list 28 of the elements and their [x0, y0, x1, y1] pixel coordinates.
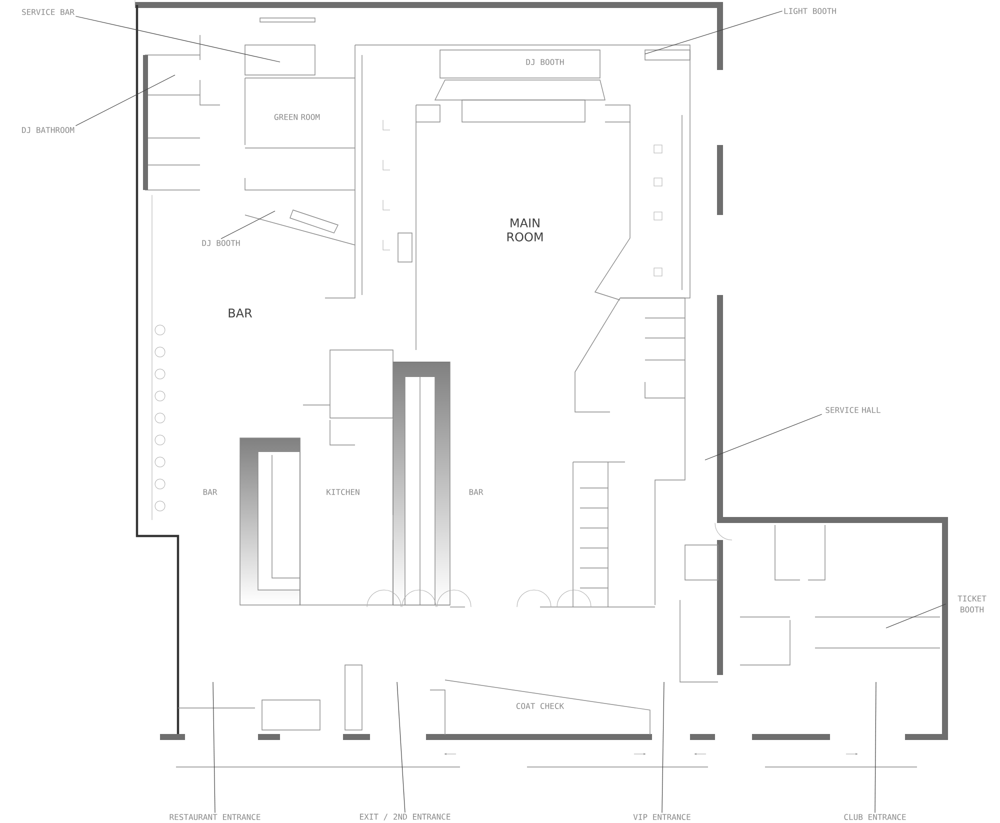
leader-line — [886, 604, 946, 628]
room-label: BAR — [203, 489, 218, 495]
room-label: BAR — [228, 308, 252, 318]
callout-label: TICKET BOOTH — [958, 595, 986, 613]
leader-line — [874, 682, 876, 814]
room-label: DJ BOOTH — [526, 58, 564, 66]
leader-line — [704, 414, 822, 460]
callout-label: DJ BATHROOM — [22, 126, 74, 134]
room-label: GREEN ROOM — [274, 114, 320, 120]
leader-line — [75, 74, 176, 126]
callout-label: SERVICE HALL — [826, 406, 880, 414]
leader-line — [662, 682, 664, 814]
room-label: MAIN ROOM — [507, 218, 543, 242]
room-label: BAR — [469, 489, 484, 495]
leader-line — [644, 10, 783, 54]
callout-label: SERVICE BAR — [22, 8, 74, 16]
callout-label: VIP ENTRANCE — [633, 814, 690, 820]
leader-line — [75, 16, 280, 62]
callout-label: LIGHT BOOTH — [784, 8, 836, 14]
room-label: COAT CHECK — [516, 702, 564, 710]
leader-line — [220, 210, 276, 240]
leader-line — [212, 682, 216, 814]
callout-label: RESTAURANT ENTRANCE — [170, 814, 260, 820]
leader-line — [396, 682, 406, 813]
callout-label: CLUB ENTRANCE — [844, 814, 906, 820]
callout-label: EXIT / 2ND ENTRANCE — [360, 814, 450, 820]
room-label: KITCHEN — [326, 488, 360, 496]
callout-label: DJ BOOTH — [202, 240, 240, 246]
